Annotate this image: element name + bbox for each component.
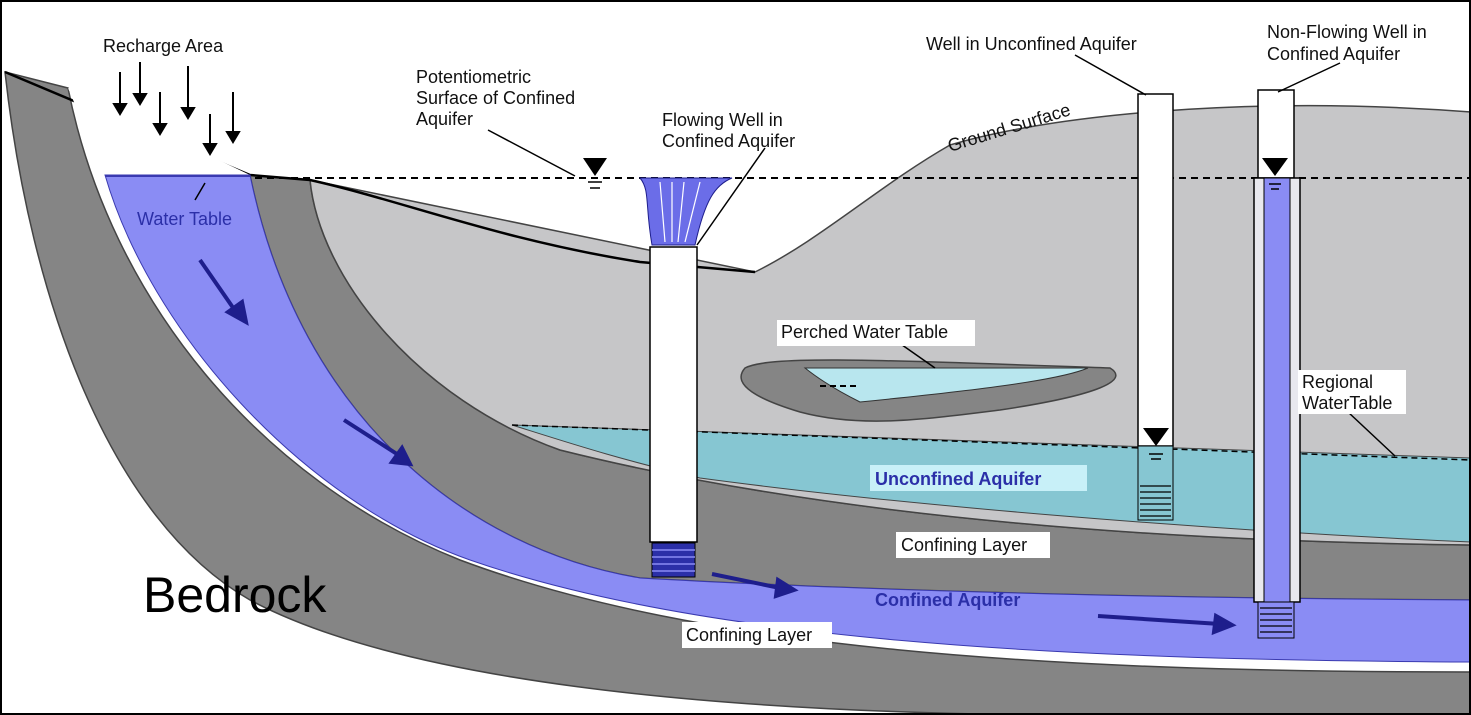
- unconfined-aquifer-label: Unconfined Aquifer: [875, 469, 1041, 489]
- bedrock-label: Bedrock: [143, 567, 327, 623]
- nonflowing-well-water-column: [1263, 177, 1291, 603]
- confined-aquifer-label: Confined Aquifer: [875, 590, 1020, 610]
- nonflowing-well: [1253, 89, 1301, 639]
- flowing-well-label-line1: Flowing Well in: [662, 110, 783, 130]
- potentiometric-label-line2: Surface of Confined: [416, 88, 575, 108]
- flowing-well-label-line2: Confined Aquifer: [662, 131, 795, 151]
- unconfined-well: [1137, 93, 1174, 521]
- nonflowing-well-label-line1: Non-Flowing Well in: [1267, 22, 1427, 42]
- lower-confining-layer-label: Confining Layer: [686, 625, 812, 645]
- leader-lines: [194, 54, 1396, 457]
- nonflowing-well-label-line2: Confined Aquifer: [1267, 44, 1400, 64]
- recharge-area-label: Recharge Area: [103, 36, 224, 56]
- unconfined-well-water-level-icon: [1143, 428, 1169, 446]
- unconfined-well-screen: [1140, 485, 1171, 517]
- flowing-well-screen: [651, 542, 696, 578]
- perched-water-table-label: Perched Water Table: [781, 322, 948, 342]
- label-backgrounds: [682, 320, 1406, 648]
- potentiometric-level-icon: [583, 158, 607, 189]
- recharge-arrows: [112, 62, 241, 156]
- unconfined-well-casing: [1137, 93, 1174, 447]
- perched-water: [803, 367, 1089, 403]
- potentiometric-label-line3: Aquifer: [416, 109, 473, 129]
- confined-aquifer: [104, 174, 1471, 663]
- regional-water-table-label-line2: WaterTable: [1302, 393, 1392, 413]
- lower-confining-layer: [4, 71, 1471, 715]
- regional-water-table-label-line1: Regional: [1302, 372, 1373, 392]
- flowing-well-fountain: [638, 177, 733, 246]
- unconfined-well-label: Well in Unconfined Aquifer: [926, 34, 1137, 54]
- nonflowing-well-water-level-icon: [1262, 158, 1288, 176]
- potentiometric-label-line1: Potentiometric: [416, 67, 531, 87]
- upper-confining-layer-label: Confining Layer: [901, 535, 1027, 555]
- flow-arrows: [198, 258, 1237, 636]
- flowing-well-casing: [649, 246, 698, 543]
- flowing-well: [638, 177, 733, 578]
- water-table-label: Water Table: [137, 209, 232, 229]
- left-hill-surface: [4, 70, 756, 274]
